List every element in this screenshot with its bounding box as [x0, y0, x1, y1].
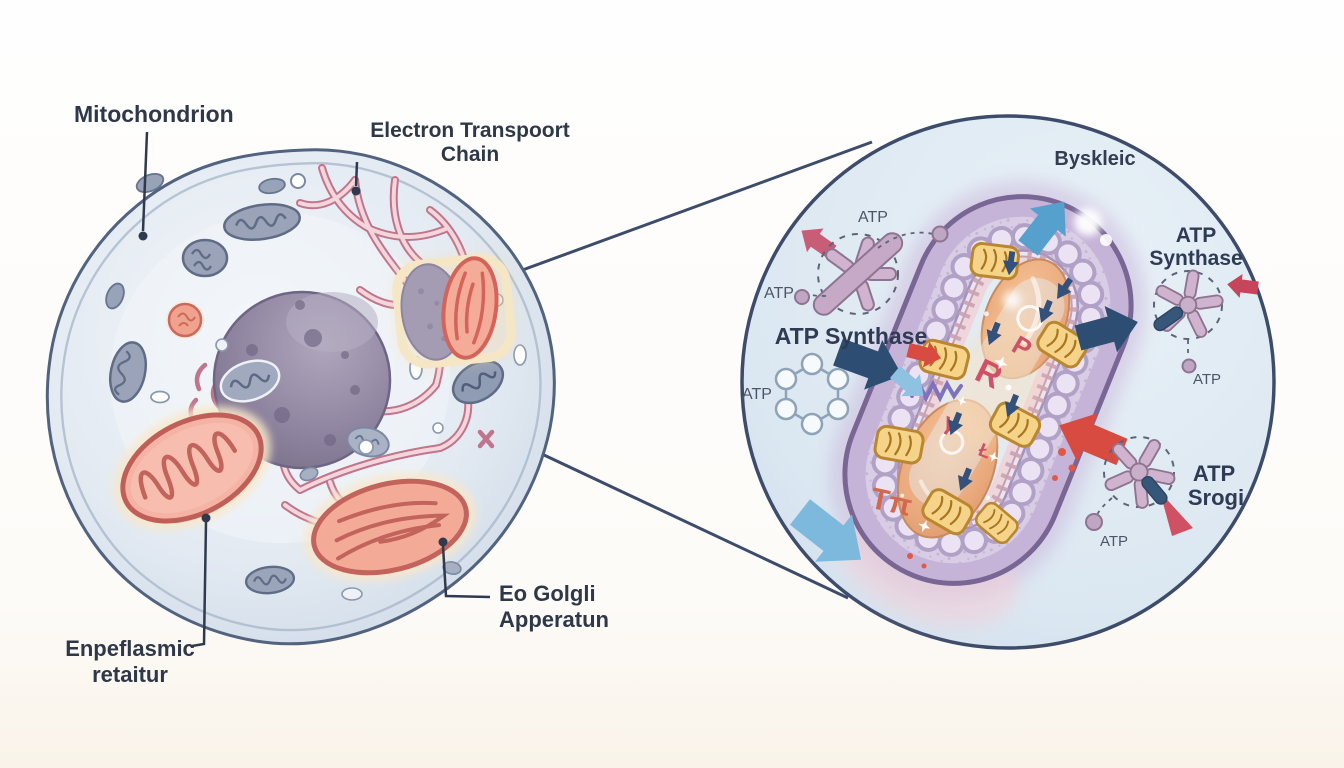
flow-arrows — [781, 187, 1260, 584]
label-atp-bottom-2: Srogi — [1188, 485, 1244, 510]
atp-synthase-rotor-left: ATP ATP — [764, 209, 949, 320]
mitochondrion-large — [113, 405, 271, 531]
atp-synthase-rotor-bottom: ATP ATP Srogi — [1085, 421, 1244, 550]
label-atp-right-1: ATP — [1176, 224, 1216, 247]
zoom-source-region — [392, 253, 516, 369]
label-atp-2: ATP — [764, 285, 794, 302]
label-atp-right-2: Synthase — [1149, 247, 1242, 270]
label-golgi-line2: Apperatun — [499, 607, 609, 632]
atp-synthase-rotor-right: ATP Synthase ATP — [1147, 224, 1243, 388]
zoom-circle: Byskleic P — [740, 114, 1276, 650]
label-er-line2: retaitur — [92, 662, 168, 687]
atp-molecule-hexagon — [774, 352, 850, 436]
label-atp-5: ATP — [1100, 533, 1128, 550]
grey-mitochondria — [108, 203, 505, 595]
label-etc-line2: Chain — [441, 143, 499, 166]
cell — [45, 148, 556, 646]
label-atp-1: ATP — [858, 209, 888, 226]
label-byskleic: Byskleic — [1054, 148, 1135, 170]
lysosome — [166, 301, 204, 339]
capsule-sparkles — [900, 311, 1012, 535]
golgi-body — [303, 472, 477, 582]
cell-inner-membrane — [60, 162, 542, 632]
cell-labels: Mitochondrion Electron Transpoort Chain … — [65, 101, 609, 687]
label-atp-synthase-main: ATP Synthase — [775, 323, 928, 349]
label-etc-line1: Electron Transpoort — [370, 119, 570, 142]
arrow-red-needle — [1160, 492, 1193, 536]
label-atp-bottom-1: ATP — [1193, 461, 1235, 486]
zoom-source-mitochondrion — [441, 256, 499, 360]
label-golgi-line1: Eo Golgli — [499, 581, 596, 606]
mitochondrion-detail: P R γ Ł Tπ — [829, 180, 1147, 628]
label-mitochondrion: Mitochondrion — [74, 101, 234, 127]
label-atp-3: ATP — [742, 386, 772, 403]
red-granules — [907, 448, 1076, 569]
label-er-line1: Enpeflasmic — [65, 636, 195, 661]
label-atp-4: ATP — [1193, 371, 1221, 388]
